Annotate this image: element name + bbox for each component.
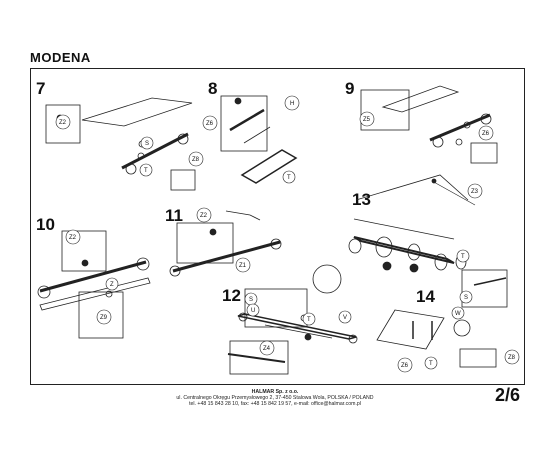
step-11-diagram — [169, 210, 282, 277]
footer-company: HALMAR Sp. z o.o. — [251, 389, 299, 395]
step-14-diagram — [376, 269, 508, 368]
label-z4: Z4 — [263, 346, 271, 352]
footer-contact: tel. +48 15 843 28 10, fax: +48 15 842 1… — [189, 401, 361, 407]
step-number-9: 9 — [345, 79, 355, 98]
label-z6: Z6 — [206, 121, 214, 127]
page-title: MODENA — [30, 50, 91, 65]
step-7-fastener-box — [170, 169, 196, 191]
step-number-8: 8 — [208, 79, 218, 98]
step-10-diagram — [37, 230, 151, 339]
label-v: V — [343, 315, 347, 321]
label-h: H — [290, 101, 294, 107]
step-number-14: 14 — [416, 287, 435, 306]
label-z2: Z2 — [59, 120, 67, 126]
label-z2-2: Z2 — [69, 235, 77, 241]
step-number-13: 13 — [352, 190, 371, 209]
step-number-7: 7 — [36, 79, 46, 98]
step-8-diagram — [220, 95, 298, 184]
label-t: T — [144, 168, 148, 174]
page-number: 2/6 — [494, 385, 520, 405]
panel — [81, 97, 193, 127]
label-z6-3: Z6 — [401, 363, 409, 369]
step-7-detail-box — [45, 104, 81, 144]
label-u: U — [251, 308, 255, 314]
instruction-frame — [30, 68, 525, 385]
step-number-11: 11 — [165, 206, 183, 225]
label-z9: Z9 — [100, 315, 108, 321]
step-13-diagram — [348, 174, 476, 273]
step-12-diagram — [227, 264, 358, 375]
label-z8-2: Z8 — [508, 355, 516, 361]
step-number-10: 10 — [36, 215, 55, 234]
label-z2-3: Z2 — [200, 213, 208, 219]
label-t-4: T — [429, 361, 433, 367]
footer-address: ul. Centralnego Okręgu Przemysłowego 2, … — [176, 395, 374, 401]
step-9-diagram — [360, 85, 498, 164]
step-number-12: 12 — [222, 286, 241, 305]
label-z8: Z8 — [192, 157, 200, 163]
label-s-3: S — [464, 295, 468, 301]
rail — [121, 132, 189, 170]
assembly-diagrams: Z2 S T Z8 Z6 H T Z5 Z6 Z3 Z2 Z Z9 Z2 Z1 … — [37, 85, 520, 375]
label-z6-2: Z6 — [482, 131, 490, 137]
label-z3: Z3 — [471, 189, 479, 195]
label-z5: Z5 — [363, 117, 371, 123]
label-t-3: T — [307, 317, 311, 323]
label-w: W — [455, 311, 461, 317]
label-s-2: S — [249, 297, 253, 303]
step-7-diagram — [45, 97, 196, 191]
label-t-2: T — [287, 175, 291, 181]
label-z1: Z1 — [239, 263, 247, 269]
label-s: S — [145, 141, 149, 147]
label-t-5: T — [461, 254, 465, 260]
label-z: Z — [110, 282, 114, 288]
